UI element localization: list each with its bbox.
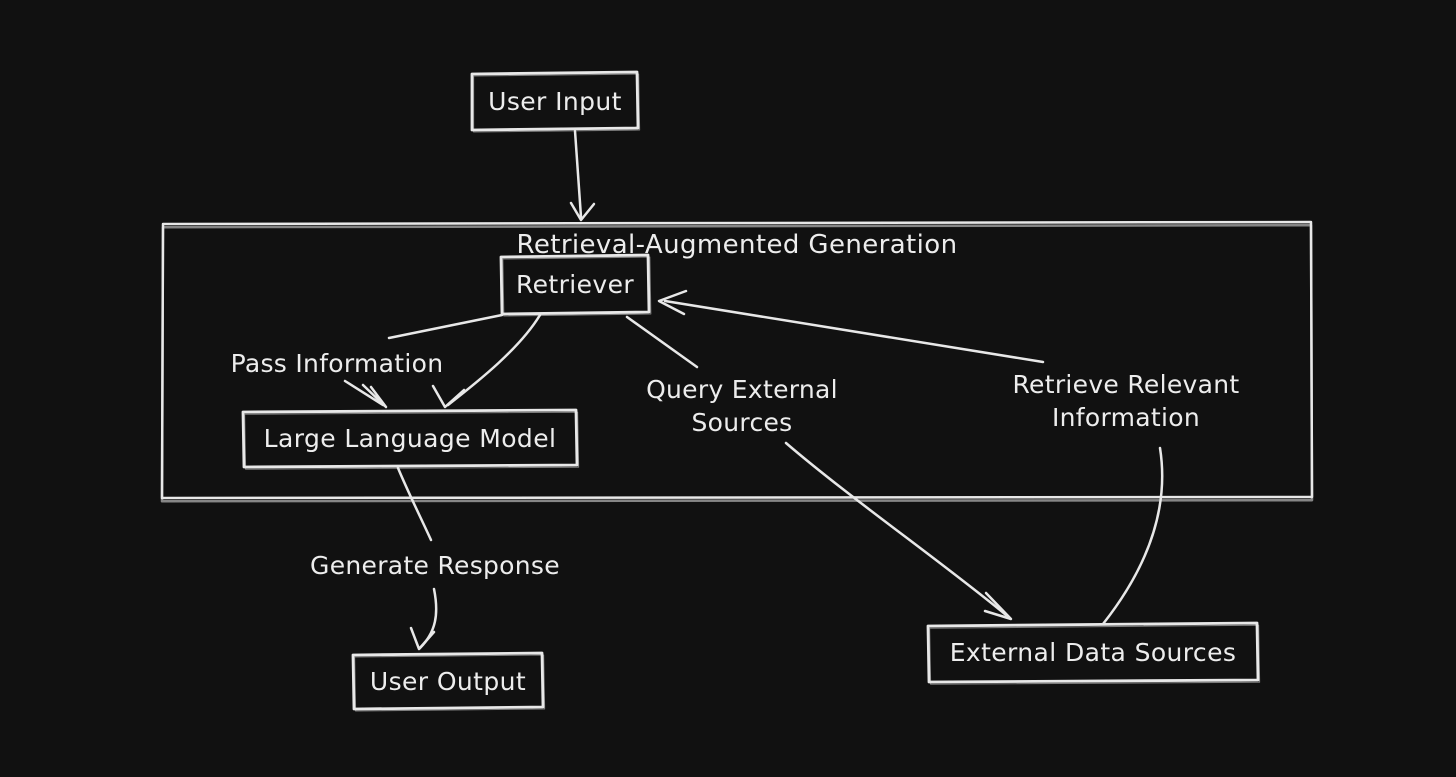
user-output-box — [351, 651, 546, 713]
edge-label-query-external-sources: Query External Sources — [646, 375, 838, 437]
arrowhead-icon — [657, 289, 688, 316]
node-llm-label: Large Language Model — [263, 424, 557, 453]
node-retriever: Retriever — [501, 256, 649, 313]
edge-retriever-to-external-query — [625, 315, 1013, 621]
edge-external-to-retriever-retrieve — [657, 289, 1164, 626]
node-external-data-sources-label: External Data Sources — [949, 638, 1237, 667]
node-user-output: User Output — [353, 654, 543, 708]
edge-retriever-to-llm — [431, 313, 542, 409]
node-user-input-label: User Input — [488, 86, 622, 116]
external-data-sources-box — [926, 621, 1261, 686]
arrowhead-icon — [409, 626, 436, 651]
node-user-output-label: User Output — [369, 666, 527, 696]
user-input-box — [470, 70, 641, 134]
llm-box — [241, 408, 580, 471]
arrowhead-icon — [569, 201, 596, 222]
edge-user-input-to-rag — [569, 129, 596, 222]
edge-label-generate-response: Generate Response — [310, 551, 560, 580]
edge-label-pass-information: Pass Information — [230, 349, 444, 378]
arrowhead-icon — [361, 383, 388, 409]
retriever-box — [499, 253, 653, 318]
node-external-data-sources: External Data Sources — [928, 624, 1258, 681]
rag-container-box — [160, 220, 1314, 503]
node-llm: Large Language Model — [243, 411, 577, 466]
node-retriever-label: Retriever — [515, 270, 635, 299]
edge-retriever-to-llm-pass-information — [343, 313, 504, 409]
rag-container-title: Retrieval-Augmented Generation — [516, 230, 958, 260]
arrowhead-icon — [431, 384, 466, 409]
node-user-input: User Input — [472, 73, 638, 129]
edge-label-retrieve-relevant-information: Retrieve Relevant Information — [1012, 370, 1240, 432]
arrowhead-icon — [983, 591, 1013, 621]
edge-llm-to-user-output-generate — [396, 466, 438, 651]
